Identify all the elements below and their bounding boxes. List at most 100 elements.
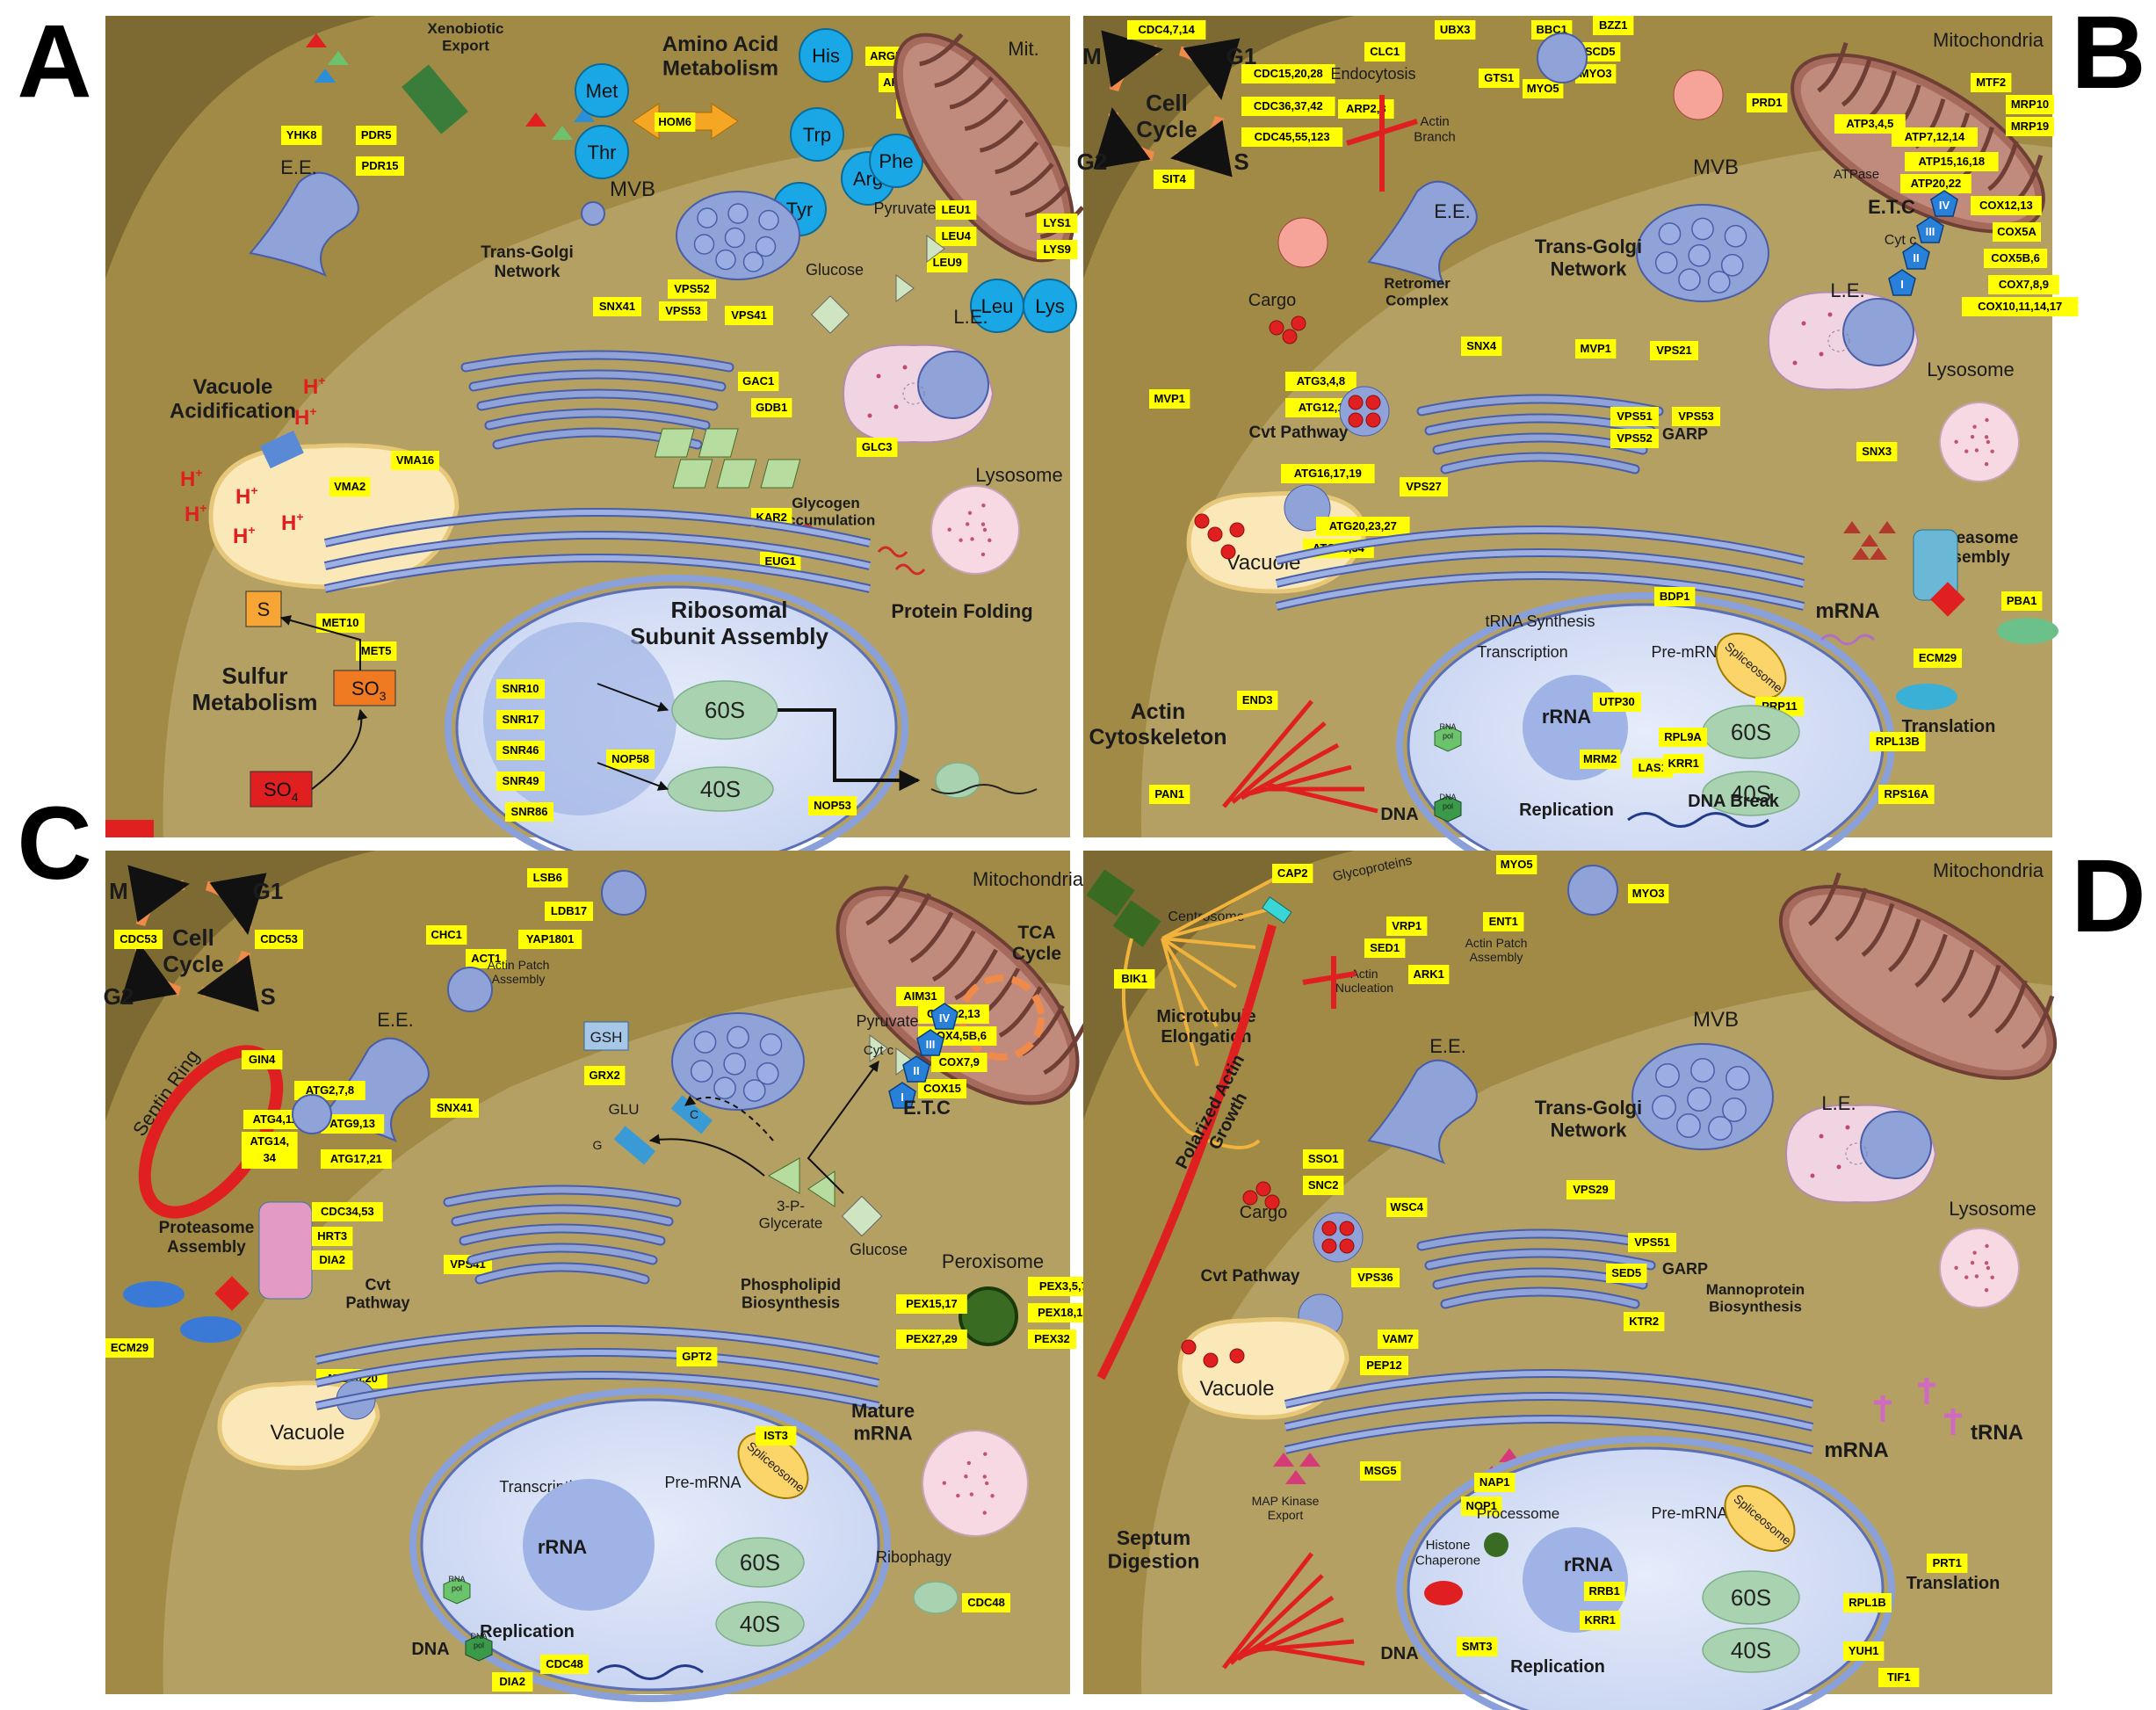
- label: Glucose: [850, 1241, 908, 1258]
- er-membrane: [1284, 1417, 1813, 1453]
- dot: [988, 538, 992, 543]
- gene-tag: ATG14,34: [242, 1132, 298, 1169]
- label: L.E.: [953, 306, 988, 328]
- gene-tag-box: [1523, 79, 1564, 98]
- gene-tag-box: [1610, 429, 1659, 448]
- gene-tag: MYO3: [1628, 884, 1669, 903]
- gene-tag-box: [1593, 16, 1634, 35]
- gene-tag-box: [1281, 464, 1375, 483]
- cargo-dot: [1321, 1238, 1337, 1254]
- arrow: [778, 708, 921, 791]
- label: Lysosome: [1949, 1198, 2036, 1220]
- gene-tag: COX5A: [1993, 222, 2041, 242]
- gene-tag: SCD5: [1580, 42, 1621, 62]
- gene-tag-box: [391, 451, 439, 470]
- gene-tag-label: SED5: [1611, 1266, 1641, 1279]
- gene-tag: SNX41: [430, 1098, 479, 1118]
- gene-tag-box: [931, 1053, 988, 1072]
- gene-tag: LAS1: [1632, 758, 1674, 778]
- er-membrane: [1276, 527, 1805, 563]
- gene-tag-box: [1580, 42, 1621, 62]
- neighbor-cell: [105, 16, 376, 279]
- intraluminal-vesicle: [1654, 251, 1678, 274]
- gene-tag: KTR2: [1624, 1312, 1665, 1331]
- gene-tag-label: CDC36,37,42: [1254, 99, 1323, 112]
- ecm29-shape: [180, 1316, 242, 1343]
- gene-tag-label: VPS51: [1617, 409, 1652, 423]
- trna-cross: [1944, 1409, 1962, 1435]
- actin-filament: [1222, 699, 1313, 808]
- amino-acid-label: His: [812, 45, 840, 67]
- gene-tag-box: [655, 112, 696, 132]
- ribosome-subunit: [1702, 1627, 1800, 1673]
- nucleolus: [1523, 1527, 1628, 1633]
- cycle-arrow: [1101, 30, 1163, 92]
- arrow: [597, 683, 669, 712]
- dot: [1985, 1243, 1989, 1249]
- label: L.E.: [1830, 279, 1864, 301]
- gene-tag: ECM29: [1914, 648, 1962, 668]
- arrow: [648, 1134, 765, 1177]
- ribosome-subunit: [715, 1601, 805, 1647]
- dot: [1792, 360, 1798, 366]
- gene-tag-label: PBA1: [2007, 594, 2037, 607]
- gene-tag-label: LYS1: [1044, 216, 1071, 229]
- gene-tag-box: [751, 398, 792, 417]
- gene-tag-box: [356, 641, 397, 661]
- label: Peroxisome: [942, 1250, 1044, 1272]
- gene-tag-label: SCD5: [1585, 45, 1616, 58]
- gene-tag-box: [1400, 477, 1448, 496]
- gene-tag-label: SED1: [1370, 941, 1400, 954]
- etc-complex: [1902, 243, 1930, 270]
- gene-tag: SNR46: [496, 741, 545, 760]
- gene-tag: PEP12: [1360, 1356, 1408, 1375]
- vesicle: [292, 1094, 332, 1134]
- intraluminal-vesicle: [1688, 243, 1711, 267]
- label: C: [690, 1107, 698, 1121]
- label: DNA Break: [1688, 792, 1780, 811]
- gene-tag-label: GDB1: [756, 401, 787, 414]
- gene-tag: NOP1: [1461, 1496, 1502, 1516]
- gene-tag-label: COX5A: [1997, 225, 2037, 238]
- gene-tag-label: CLC1: [1370, 45, 1400, 58]
- gene-tag-label: HRT3: [317, 1229, 347, 1243]
- gene-tag-box: [1037, 240, 1078, 259]
- early-endosome: [249, 171, 359, 277]
- dot: [1970, 434, 1975, 439]
- label: S: [257, 598, 271, 620]
- crista: [998, 986, 1043, 1038]
- gene-tag-label: DIA2: [499, 1675, 525, 1688]
- crista: [2021, 995, 2055, 1049]
- gene-tag-box: [1914, 648, 1962, 668]
- triangle: [1843, 521, 1861, 533]
- triangle: [1878, 521, 1896, 533]
- gene-tag-label: KTR2: [1629, 1315, 1659, 1328]
- cargo-dot: [1321, 1221, 1337, 1236]
- cycle-arrow: [205, 873, 267, 935]
- intraluminal-vesicle: [1676, 1113, 1701, 1138]
- gene-tag-label: ATG2,7,8: [306, 1083, 354, 1097]
- gene-tag: MYO5: [1523, 79, 1564, 98]
- gene-tag-box: [1303, 1149, 1344, 1169]
- cargo-dot: [1264, 1194, 1280, 1210]
- gene-tag-box: [1378, 1330, 1419, 1349]
- etc-complex-label: IV: [1939, 199, 1950, 212]
- etc-complex: [1916, 216, 1944, 243]
- gene-tag-label: VPS53: [1678, 409, 1713, 423]
- gene-tag-box: [1241, 64, 1335, 83]
- rna-pol: [443, 1577, 471, 1605]
- etc-complex-label: III: [1926, 225, 1935, 238]
- gene-tag-box: [1971, 196, 2042, 215]
- label: MVB: [610, 178, 655, 201]
- gene-tag-label: HOM6: [658, 115, 691, 128]
- etc-complex-label: IV: [939, 1011, 951, 1025]
- gene-tag: COX7,9: [931, 1053, 988, 1072]
- gene-tag-box: [545, 902, 593, 921]
- early-endosome: [1367, 1059, 1478, 1164]
- gene-tag-box: [496, 679, 545, 699]
- dot: [1972, 1250, 1977, 1255]
- dashed-vesicle: [902, 382, 925, 405]
- label: Pre-mRNA: [1651, 643, 1727, 661]
- dot: [1836, 1164, 1841, 1170]
